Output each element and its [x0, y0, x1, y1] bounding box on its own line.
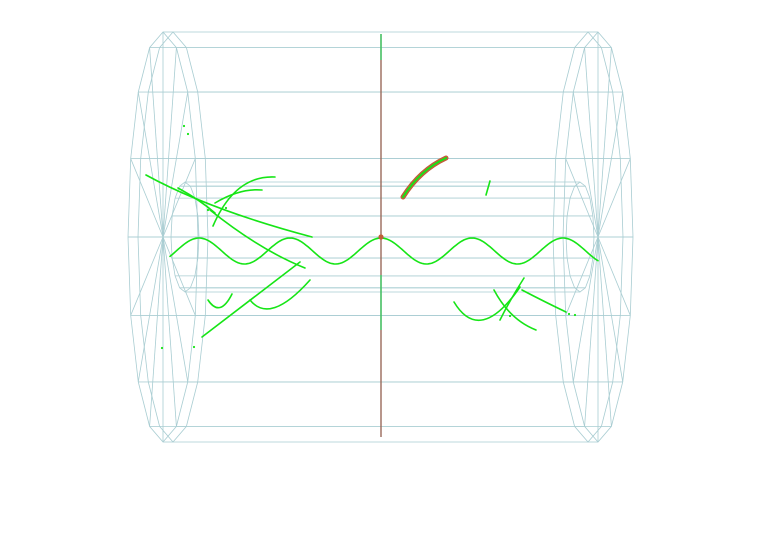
- hit-point: [160, 346, 164, 350]
- outer-endcap-right-spoke: [597, 47, 612, 238]
- outer-endcap-left-spoke: [162, 91, 189, 238]
- helix-track: [169, 237, 599, 265]
- hit-point: [508, 314, 512, 318]
- outer-endcap-right-spoke: [597, 236, 612, 427]
- hit-point: [192, 345, 196, 349]
- track-left-fan-3: [214, 188, 263, 204]
- outer-endcap-right-spoke: [597, 91, 624, 238]
- hit-point: [186, 132, 190, 136]
- track-lower-left-hook: [207, 293, 233, 309]
- outer-endcap-right-spoke: [584, 236, 599, 427]
- outer-endcap-right-spoke: [597, 236, 631, 316]
- track-lower-right-cross: [499, 277, 525, 321]
- outer-endcap-right-spoke: [597, 158, 631, 238]
- outer-endcap-left-spoke: [149, 47, 164, 238]
- outer-endcap-right-spoke: [597, 236, 624, 383]
- outer-endcap-right-spoke: [572, 236, 599, 383]
- track-left-long: [145, 174, 313, 238]
- outer-endcap-right-spoke: [572, 91, 599, 238]
- outer-endcap-left-spoke: [137, 236, 164, 383]
- hit-point: [573, 313, 577, 317]
- primary-vertex: [378, 234, 384, 240]
- track-lower-right-short: [521, 289, 567, 313]
- track-upper-stub: [485, 180, 491, 196]
- outer-endcap-left-spoke: [162, 236, 189, 383]
- detector-hits: [160, 124, 577, 350]
- track-left-fan-1: [177, 187, 216, 214]
- outer-endcap-left-spoke: [130, 158, 164, 238]
- outer-endcap-left-spoke: [162, 47, 177, 238]
- particle-tracks: [145, 155, 599, 338]
- hit-point: [206, 208, 210, 212]
- outer-endcap-left-spoke: [130, 236, 164, 316]
- detector-wireframe: [127, 31, 634, 443]
- highlighted-track: [402, 157, 447, 198]
- track-left-fan-2: [209, 209, 306, 269]
- outer-endcap-left-spoke: [149, 236, 164, 427]
- highlighted-track-outline: [400, 155, 449, 200]
- track-lower-left-diagonal: [201, 261, 301, 338]
- outer-endcap-right-spoke: [584, 47, 599, 238]
- outer-endcap-left-spoke: [162, 236, 177, 427]
- hit-point: [182, 124, 186, 128]
- hit-point: [567, 312, 571, 316]
- track-lower-left-arc: [249, 279, 311, 310]
- outer-endcap-left-spoke: [137, 91, 164, 238]
- track-lower-right-diagonal: [493, 289, 537, 331]
- hit-point: [224, 206, 228, 210]
